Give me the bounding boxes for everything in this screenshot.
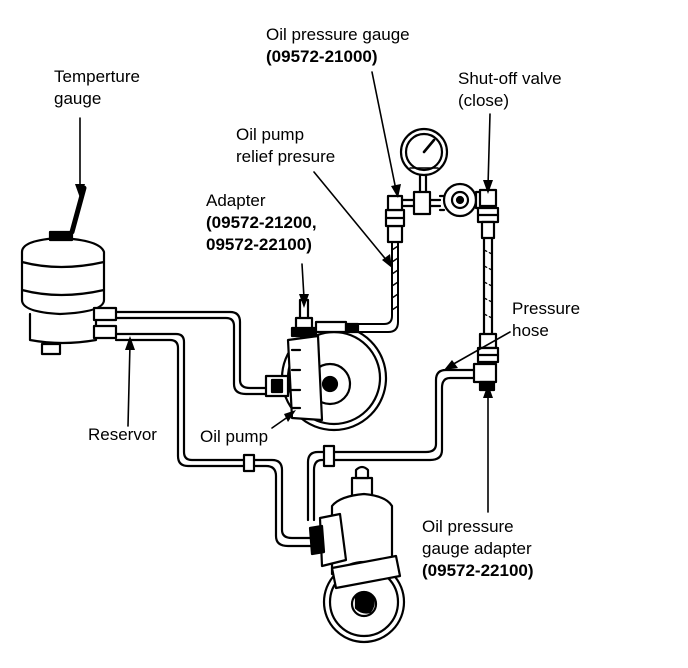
adapter-fitting	[290, 298, 360, 338]
oil-pressure-gauge	[399, 127, 449, 177]
arrowheads	[75, 180, 493, 422]
reservoir-fittings	[40, 306, 118, 356]
label-line: relief presure	[236, 147, 336, 166]
relief-pressure-hose-hatch	[391, 245, 399, 311]
label-line: Oil pressure	[422, 517, 514, 536]
label-part-number: (09572-22100)	[422, 561, 534, 580]
label-oil-pump-relief: Oil pump relief presure	[236, 124, 335, 168]
label-oil-pressure-gauge: Oil pressure gauge (09572-21000)	[266, 24, 410, 68]
label-line: gauge	[54, 89, 102, 108]
gauge-adapter-fitting	[472, 332, 500, 392]
label-part-number: 09572-22100)	[206, 235, 312, 254]
label-gauge-adapter: Oil pressure gauge adapter (09572-22100)	[422, 516, 534, 582]
valve-fittings	[476, 188, 500, 240]
label-line: Reservor	[88, 425, 157, 444]
oil-pump	[264, 324, 388, 432]
label-line: Oil pump	[236, 125, 305, 144]
gear-line-clamp	[322, 444, 336, 468]
label-line: Temperture	[54, 67, 140, 86]
gear-box-pressure-line	[306, 368, 476, 522]
return-hose-clamp	[242, 453, 256, 473]
label-shut-off-valve: Shut-off valve (close)	[458, 68, 562, 112]
leader-lines	[79, 71, 511, 513]
steering-gear-box	[308, 465, 406, 644]
label-line: Shut-off valve	[458, 69, 562, 88]
label-line: hose	[512, 321, 549, 340]
label-line: Pressure	[512, 299, 581, 318]
label-reservor: Reservor	[88, 424, 157, 446]
label-line: Adapter	[206, 191, 266, 210]
return-hose	[114, 332, 322, 548]
gauge-fittings	[384, 174, 442, 244]
pressure-hose-hatch	[483, 249, 493, 319]
label-part-number: (09572-21200,	[206, 213, 317, 232]
label-part-number: (09572-21000)	[266, 47, 378, 66]
label-temperature-gauge: Temperture gauge	[54, 66, 140, 110]
label-line: Oil pressure gauge	[266, 25, 410, 44]
label-line: Oil pump	[200, 427, 269, 446]
label-oil-pump: Oil pump	[200, 426, 268, 448]
supply-hose	[114, 310, 270, 396]
label-adapter: Adapter (09572-21200, 09572-22100)	[206, 190, 317, 256]
label-line: gauge adapter	[422, 539, 532, 558]
temperature-gauge-probe	[69, 185, 87, 235]
label-pressure-hose: Pressure hose	[512, 298, 580, 342]
reservoir	[20, 230, 106, 345]
relief-pressure-hose	[355, 239, 399, 333]
label-line: (close)	[458, 91, 510, 110]
